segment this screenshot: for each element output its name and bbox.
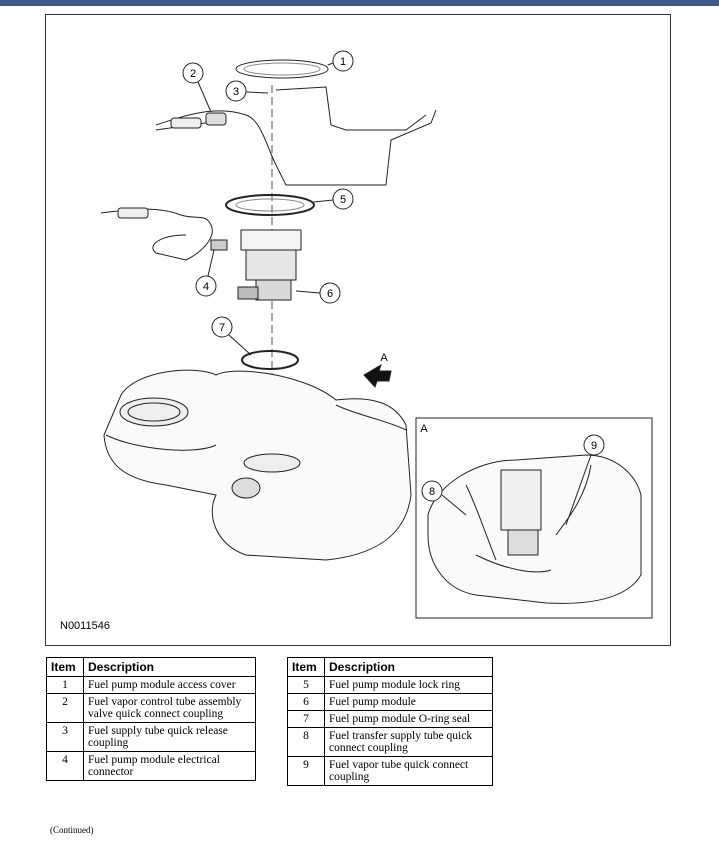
item-description: Fuel supply tube quick release coupling — [83, 722, 256, 752]
item-number: 3 — [46, 722, 84, 752]
item-number: 8 — [287, 727, 325, 757]
table-row: 8 Fuel transfer supply tube quick connec… — [287, 727, 493, 757]
exploded-diagram: 1 2 3 4 5 6 7 8 9 A A N0011546 — [45, 14, 671, 646]
table-row: 5 Fuel pump module lock ring — [287, 676, 493, 694]
callout-2 — [182, 62, 204, 84]
diagram-drawing: 1 2 3 4 5 6 7 8 9 A A — [100, 50, 653, 619]
callout-label-5: 5 — [340, 194, 346, 206]
item-description: Fuel vapor tube quick connect coupling — [324, 756, 493, 786]
item-description: Fuel pump module electrical connector — [83, 751, 256, 781]
callout-7 — [211, 316, 233, 338]
item-number: 9 — [287, 756, 325, 786]
item-description: Fuel pump module access cover — [83, 676, 256, 694]
item-description: Fuel pump module O-ring seal — [324, 710, 493, 728]
item-number: 4 — [46, 751, 84, 781]
callout-4 — [195, 275, 217, 297]
item-description: Fuel transfer supply tube quick connect … — [324, 727, 493, 757]
item-number: 7 — [287, 710, 325, 728]
callout-label-4: 4 — [203, 281, 209, 293]
table-row: 1 Fuel pump module access cover — [46, 676, 256, 694]
figure-id: N0011546 — [60, 620, 110, 632]
callout-label-8: 8 — [429, 486, 435, 498]
callout-label-7: 7 — [219, 322, 225, 334]
top-bar — [0, 0, 719, 6]
item-description: Fuel vapor control tube assembly valve q… — [83, 693, 256, 723]
view-arrow-label: A — [380, 352, 388, 364]
callout-1 — [332, 50, 354, 72]
table-row: 2 Fuel vapor control tube assembly valve… — [46, 693, 256, 723]
callout-label-1: 1 — [340, 56, 346, 68]
item-number: 5 — [287, 676, 325, 694]
callout-label-9: 9 — [591, 440, 597, 452]
callout-9 — [583, 434, 605, 456]
callout-8 — [421, 480, 443, 502]
access-cover-shape — [235, 59, 329, 79]
item-description: Fuel pump module — [324, 693, 493, 711]
inset-label: A — [420, 423, 428, 435]
item-number: 1 — [46, 676, 84, 694]
header-item: Item — [46, 657, 84, 677]
callout-5 — [332, 188, 354, 210]
table-row: 3 Fuel supply tube quick release couplin… — [46, 722, 256, 752]
callout-label-3: 3 — [233, 86, 239, 98]
header-description: Description — [324, 657, 493, 677]
table-row: 7 Fuel pump module O-ring seal — [287, 710, 493, 728]
inset-view — [415, 417, 653, 619]
parts-table-right: Item Description 5 Fuel pump module lock… — [287, 657, 493, 786]
header-item: Item — [287, 657, 325, 677]
item-number: 2 — [46, 693, 84, 723]
parts-table-left: Item Description 1 Fuel pump module acce… — [46, 657, 256, 781]
continued-note: (Continued) — [50, 825, 94, 835]
item-description: Fuel pump module lock ring — [324, 676, 493, 694]
callout-label-2: 2 — [190, 68, 196, 80]
table-row: 9 Fuel vapor tube quick connect coupling — [287, 756, 493, 786]
header-description: Description — [83, 657, 256, 677]
table-row: 4 Fuel pump module electrical connector — [46, 751, 256, 781]
callout-label-6: 6 — [327, 288, 333, 300]
table-row: 6 Fuel pump module — [287, 693, 493, 711]
callout-3 — [225, 80, 247, 102]
item-number: 6 — [287, 693, 325, 711]
